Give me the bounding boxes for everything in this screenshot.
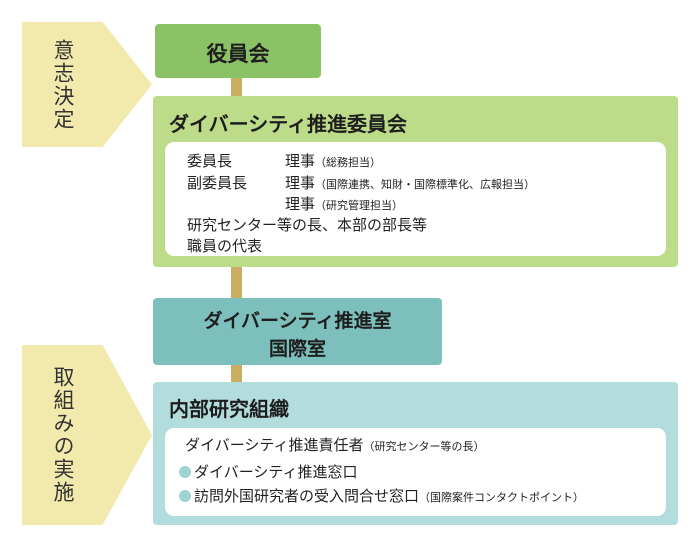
- member-title: 理事: [285, 195, 316, 213]
- bullet-icon: [179, 490, 191, 502]
- board-title: 役員会: [206, 42, 270, 66]
- member-note: （国際連携、知財・国際標準化、広報担当）: [315, 178, 536, 191]
- office-line-2: 国際室: [268, 338, 326, 360]
- internal-leader: ダイバーシティ推進責任者（研究センター等の長）: [185, 434, 485, 455]
- decision-label: 意志決定: [51, 38, 75, 131]
- member-row-staff-rep: 職員の代表: [187, 237, 263, 255]
- internal-members-panel: ダイバーシティ推進責任者（研究センター等の長） ダイバーシティ推進窓口 訪問外国…: [165, 428, 666, 516]
- contact-note: （国際案件コンタクトポイント）: [419, 491, 585, 504]
- member-title: 理事: [285, 152, 316, 170]
- member-row-heads: 研究センター等の長、本部の部長等: [187, 216, 428, 234]
- decision-label-shape: [22, 22, 152, 147]
- member-title: 理事: [285, 174, 316, 192]
- office-box: ダイバーシティ推進室 国際室: [153, 298, 442, 365]
- member-note: （総務担当）: [315, 156, 382, 169]
- connector-committee-office: [231, 266, 242, 300]
- member-role: 委員長: [187, 152, 233, 170]
- office-line-1: ダイバーシティ推進室: [203, 310, 392, 332]
- member-title-research-director: 理事（研究管理担当）: [285, 193, 403, 214]
- leader-text: ダイバーシティ推進責任者: [185, 436, 364, 454]
- implementation-label-shape: [22, 345, 152, 525]
- member-row-vice-chair: 副委員長: [187, 172, 247, 193]
- member-title-chair: 理事（総務担当）: [285, 150, 381, 171]
- board-box: 役員会: [155, 24, 321, 78]
- internal-contact-foreign: 訪問外国研究者の受入問合せ窓口（国際案件コンタクトポイント）: [179, 485, 584, 506]
- internal-box: 内部研究組織 ダイバーシティ推進責任者（研究センター等の長） ダイバーシティ推進…: [153, 382, 678, 525]
- internal-contact-diversity: ダイバーシティ推進窓口: [179, 461, 358, 482]
- leader-note: （研究センター等の長）: [363, 440, 485, 453]
- connector-board-committee: [231, 76, 242, 98]
- committee-box: ダイバーシティ推進委員会 委員長 理事（総務担当） 副委員長 理事（国際連携、知…: [153, 96, 678, 267]
- contact-text: ダイバーシティ推進窓口: [194, 463, 358, 481]
- committee-title: ダイバーシティ推進委員会: [169, 112, 407, 136]
- implementation-label: 取組みの実施: [51, 366, 75, 504]
- bullet-icon: [179, 466, 191, 478]
- connector-office-internal: [231, 364, 242, 384]
- committee-members-panel: 委員長 理事（総務担当） 副委員長 理事（国際連携、知財・国際標準化、広報担当）…: [165, 142, 666, 256]
- member-row-chair: 委員長: [187, 150, 232, 171]
- member-role: 副委員長: [187, 174, 248, 192]
- internal-title: 内部研究組織: [169, 397, 289, 421]
- contact-text: 訪問外国研究者の受入問合せ窓口: [194, 487, 420, 505]
- member-title-vice-chair: 理事（国際連携、知財・国際標準化、広報担当）: [285, 172, 535, 193]
- member-note: （研究管理担当）: [315, 199, 404, 212]
